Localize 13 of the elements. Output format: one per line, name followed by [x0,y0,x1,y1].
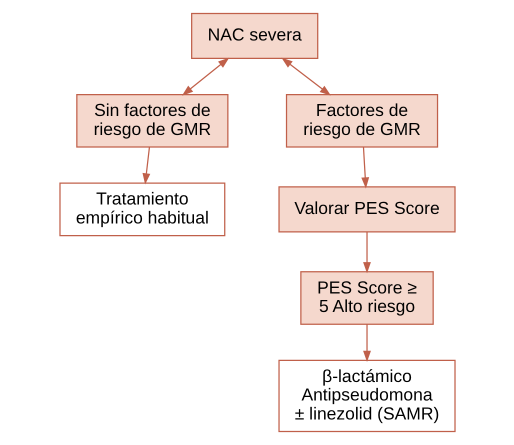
arrow [362,232,370,274]
arrow [280,58,330,96]
node-box: NAC severa [190,12,318,59]
node-box: Factores de riesgo de GMR [285,94,438,148]
node-box: Tratamiento empírico habitual [58,182,225,236]
arrow [181,58,229,96]
node-box: PES Score ≥ 5 Alto riesgo [300,271,434,325]
arrow [362,324,370,362]
node-box: Valorar PES Score [278,186,456,232]
arrow [360,147,369,189]
arrow [142,147,150,185]
node-box: β-lactámico Antipseudomona ± linezolid (SAMR) [278,360,456,432]
node-box: Sin factores de riesgo de GMR [76,94,228,148]
